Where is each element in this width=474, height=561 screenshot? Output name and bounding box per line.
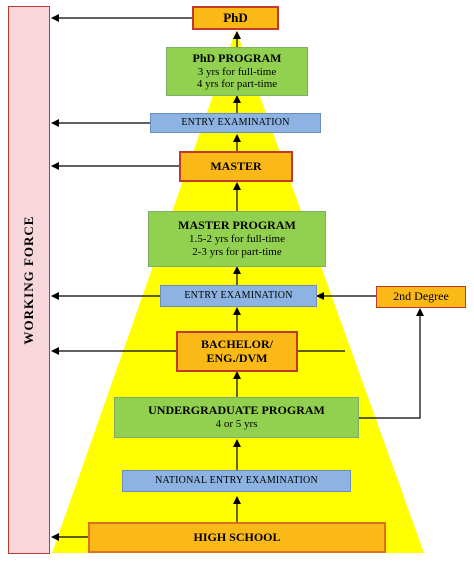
master-program-parttime: 2-3 yrs for part-time bbox=[192, 245, 282, 258]
national-entry-exam-box: NATIONAL ENTRY EXAMINATION bbox=[122, 470, 351, 492]
master-box: MASTER bbox=[179, 151, 293, 182]
master-program-box: MASTER PROGRAM 1.5-2 yrs for full-time 2… bbox=[148, 211, 326, 267]
undergrad-program-title: UNDERGRADUATE PROGRAM bbox=[148, 403, 325, 418]
entry-exam-top-box: ENTRY EXAMINATION bbox=[150, 113, 321, 133]
phd-box: PhD bbox=[192, 6, 279, 30]
working-force-bar bbox=[8, 6, 50, 554]
high-school-label: HIGH SCHOOL bbox=[193, 529, 281, 544]
bachelor-line2: ENG./DVM bbox=[206, 350, 268, 365]
undergrad-program-box: UNDERGRADUATE PROGRAM 4 or 5 yrs bbox=[114, 397, 359, 438]
bachelor-box: BACHELOR/ ENG./DVM bbox=[176, 331, 298, 372]
phd-program-box: PhD PROGRAM 3 yrs for full-time 4 yrs fo… bbox=[166, 47, 308, 96]
bachelor-line1: BACHELOR/ bbox=[200, 336, 273, 351]
second-degree-box: 2nd Degree bbox=[376, 286, 466, 308]
phd-label: PhD bbox=[223, 9, 248, 25]
entry-exam-mid-box: ENTRY EXAMINATION bbox=[160, 285, 317, 307]
entry-exam-mid-label: ENTRY EXAMINATION bbox=[184, 290, 293, 302]
master-program-fulltime: 1.5-2 yrs for full-time bbox=[189, 233, 285, 246]
national-entry-exam-label: NATIONAL ENTRY EXAMINATION bbox=[155, 475, 318, 487]
working-force-label: WORKING FORCE bbox=[21, 215, 36, 345]
master-program-title: MASTER PROGRAM bbox=[178, 218, 296, 233]
undergrad-program-duration: 4 or 5 yrs bbox=[215, 418, 258, 431]
entry-exam-top-label: ENTRY EXAMINATION bbox=[181, 117, 290, 129]
connector-ug-to-second-degree bbox=[359, 308, 424, 419]
phd-program-title: PhD PROGRAM bbox=[192, 50, 282, 65]
high-school-box: HIGH SCHOOL bbox=[88, 522, 386, 553]
master-label: MASTER bbox=[210, 158, 262, 173]
second-degree-label: 2nd Degree bbox=[393, 289, 449, 304]
phd-program-fulltime: 3 yrs for full-time bbox=[197, 65, 277, 78]
phd-program-parttime: 4 yrs for part-time bbox=[196, 78, 278, 91]
